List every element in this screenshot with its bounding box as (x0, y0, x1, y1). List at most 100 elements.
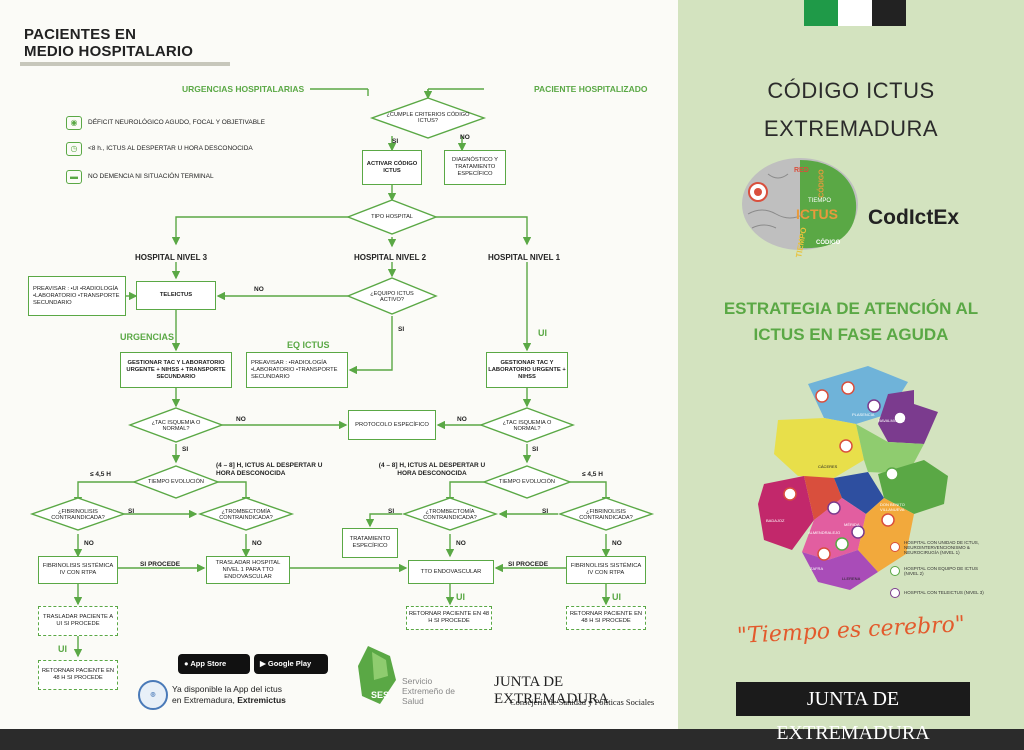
label-nivel3: HOSPITAL NIVEL 3 (135, 253, 208, 262)
flag-green (804, 0, 838, 26)
label-no-tac-right: NO (457, 416, 467, 423)
legend-nivel1-icon (890, 542, 900, 552)
flag-black (872, 0, 906, 26)
map-label-navalmoral: NAVALMORAL (878, 418, 905, 423)
question-equipo-ictus: ¿EQUIPO ICTUS ACTIVO? (370, 290, 414, 304)
bed-icon: ▬ (66, 170, 82, 184)
flow-connectors (29, 88, 655, 658)
question-trombectomia-left: ¿TROMBECTOMÍA CONTRAINDICADA? (219, 508, 273, 522)
retornar-box-left: RETORNAR PACIENTE EN 48 H SI PROCEDE (38, 660, 118, 690)
label-ui-left: UI (58, 644, 67, 654)
label-si-fib-left: SI (128, 508, 135, 515)
title-line-2: MEDIO HOSPITALARIO (24, 43, 194, 60)
trasladar-ui-box: TRASLADAR PACIENTE A UI SI PROCEDE (38, 606, 118, 636)
cloud-word-red: RED (794, 167, 809, 174)
ses-abbr: SES (371, 690, 390, 700)
google-play-button[interactable]: ▶ Google Play (254, 654, 328, 674)
tto-endovascular-box: TTO ENDOVASCULAR (408, 560, 494, 584)
label-ui-right: UI (612, 592, 621, 602)
label-no-equipo: NO (254, 286, 264, 293)
label-si-equipo: SI (398, 326, 405, 333)
junta-banner: JUNTA DE EXTREMADURA (736, 682, 970, 744)
label-no-tac-left: NO (236, 416, 246, 423)
label-si-procede-left: SI PROCEDE (140, 561, 181, 568)
section-urgencias: URGENCIAS HOSPITALARIAS (182, 84, 305, 94)
criterion-2: <8 h., ICTUS AL DESPERTAR U HORA DESCONO… (88, 145, 253, 152)
label-no: NO (460, 134, 470, 141)
ses-name: Servicio Extremeño de Salud (402, 676, 455, 706)
gestionar-box-a: GESTIONAR TAC Y LABORATORIO URGENTE + NI… (120, 352, 232, 388)
question-tiempo-left: TIEMPO EVOLUCIÓN (148, 478, 204, 485)
junta-logo-text: JUNTA DE EXTREMADURA (494, 674, 609, 707)
activar-codigo-box: ACTIVAR CÓDIGO ICTUS (362, 150, 422, 185)
label-le45-left: ≤ 4,5 H (90, 471, 111, 478)
map-label-badajoz: BADAJOZ (766, 518, 785, 523)
title-underline (20, 62, 230, 66)
diagnostico-box: DIAGNÓSTICO Y TRATAMIENTO ESPECÍFICO (444, 150, 506, 185)
question-tiempo-right: TIEMPO EVOLUCIÓN (499, 478, 555, 485)
codictex-logo: CodIctEx (868, 206, 960, 229)
legend-nivel2-icon (890, 566, 900, 576)
map-label-llerena: LLERENA (842, 576, 861, 581)
label-si: SI (392, 138, 399, 145)
legend-nivel1: HOSPITAL CON UNIDAD DE ICTUS, NEUROINTER… (904, 540, 980, 555)
label-ui-top: UI (538, 328, 547, 338)
preavisar-box-b: PREAVISAR : •RADIOLOGÍA •LABORATORIO •TR… (246, 352, 348, 388)
extremadura-map (758, 366, 948, 590)
retornar-box-right: RETORNAR PACIENTE EN 48 H SI PROCEDE (566, 606, 646, 630)
label-h48-right: (4 – 8] H, ICTUS AL DESPERTAR U HORA DES… (378, 462, 486, 477)
label-nivel1: HOSPITAL NIVEL 1 (488, 253, 561, 262)
cloud-word-tiempo: TIEMPO (808, 198, 832, 204)
label-si-procede-right: SI PROCEDE (508, 561, 549, 568)
label-si-fib-right: SI (542, 508, 549, 515)
cover-title-line1: CÓDIGO ICTUS (767, 78, 935, 103)
brain-wordcloud-graphic (742, 158, 858, 250)
question-tac-right: ¿TAC ISQUEMIA O NORMAL? (502, 419, 552, 433)
app-promo-text: Ya disponible la App del ictus en Extrem… (172, 684, 286, 706)
cover-subtitle-line1: ESTRATEGIA DE ATENCIÓN AL (723, 299, 979, 318)
brain-icon: ◉ (66, 116, 82, 130)
criterion-3: NO DEMENCIA NI SITUACIÓN TERMINAL (88, 173, 214, 180)
cover-subtitle-line2: ICTUS EN FASE AGUDA (753, 325, 949, 344)
label-no-fib-right: NO (612, 540, 622, 547)
fibrinolisis-box-right: FIBRINOLISIS SISTÉMICA IV CON RTPA (566, 556, 646, 584)
question-fibrinolisis-right: ¿FIBRINOLISIS CONTRAINDICADA? (579, 508, 633, 522)
question-fibrinolisis-left: ¿FIBRINOLISIS CONTRAINDICADA? (51, 508, 105, 522)
cloud-word-codigo-2: CÓDIGO (816, 240, 841, 246)
question-criterios: ¿CUMPLE CRITERIOS CÓDIGO ICTUS? (386, 111, 470, 125)
play-icon: ▶ (260, 659, 266, 668)
label-no-trom-right: NO (456, 540, 466, 547)
tratamiento-box: TRATAMIENTO ESPECÍFICO (342, 528, 398, 558)
label-ui-center: UI (456, 592, 465, 602)
app-store-button[interactable]: ● App Store (178, 654, 250, 674)
teleictus-box: TELEICTUS (136, 281, 216, 310)
title-line-1: PACIENTES EN (24, 26, 137, 43)
gestionar-box-b: GESTIONAR TAC Y LABORATORIO URGENTE + NI… (486, 352, 568, 388)
label-h48-left: (4 – 8] H, ICTUS AL DESPERTAR U HORA DES… (216, 462, 323, 477)
label-urgencias: URGENCIAS (120, 332, 175, 342)
label-le45-right: ≤ 4,5 H (582, 471, 603, 478)
app-name: Extremictus (237, 695, 286, 705)
cover-title-line2: EXTREMADURA (763, 116, 939, 141)
label-si-tac-left: SI (182, 446, 189, 453)
map-label-plasencia: PLASENCIA (852, 412, 875, 417)
section-hospitalizado: PACIENTE HOSPITALIZADO (534, 84, 648, 94)
legend-nivel3-icon (890, 588, 900, 598)
label-nivel2: HOSPITAL NIVEL 2 (354, 253, 427, 262)
label-si-tac-right: SI (532, 446, 539, 453)
app-store-label: App Store (190, 659, 227, 668)
map-label-zafra: ZAFRA (810, 566, 824, 571)
trasladar-n1-box: TRASLADAR HOSPITAL NIVEL 1 PARA TTO ENDO… (206, 556, 290, 584)
criterion-1: DÉFICIT NEUROLÓGICO AGUDO, FOCAL Y OBJET… (88, 119, 265, 126)
app-promo-line1: Ya disponible la App del ictus (172, 684, 282, 694)
question-tac-left: ¿TAC ISQUEMIA O NORMAL? (151, 419, 201, 433)
cloud-word-codigo: CÓDIGO (818, 169, 826, 198)
flag-white (838, 0, 872, 26)
extremictus-logo: ◎ (138, 680, 168, 710)
cover-panel (678, 0, 1024, 729)
legend-nivel3: HOSPITAL CON TELEICTUS (NIVEL 3) (904, 590, 984, 595)
google-play-label: Google Play (267, 659, 312, 668)
preavisar-box-a: PREAVISAR : •UI •RADIOLOGÍA •LABORATORIO… (28, 276, 126, 316)
protocolo-box: PROTOCOLO ESPECÍFICO (348, 410, 436, 440)
